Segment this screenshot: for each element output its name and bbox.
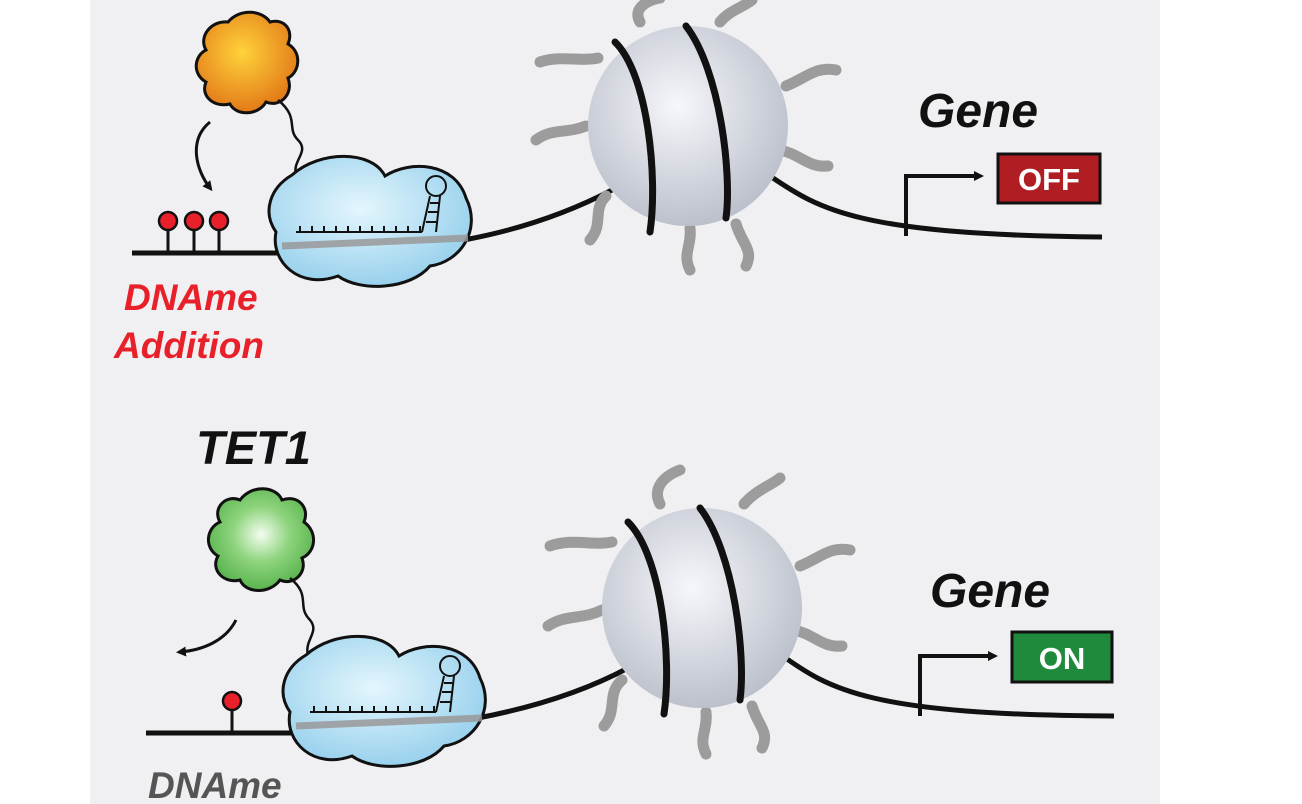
promoter-arrow-icon [904,171,984,236]
dname-addition-label-line1: DNAme [124,277,258,318]
dna-wrap [611,22,731,236]
histone-tail-icon [530,0,842,276]
guide-rna-icon [296,175,447,233]
top-panel: Gene OFF DNAme Addition [113,0,1103,366]
dname-removal-label: DNAme [148,765,282,804]
guide-rna-icon [310,655,461,713]
linker [289,577,315,656]
gene-on-badge: ON [1010,630,1114,684]
methyl-lollipop-icon [157,210,230,253]
promoter-arrow-icon [918,651,998,716]
dna-through-dcas9 [281,234,469,250]
nucleosome-icon [602,508,802,708]
gene-off-badge-text: OFF [1018,162,1080,197]
curved-arrow-icon [176,619,238,657]
dna-wrap [624,504,745,718]
tet1-label: TET1 [196,421,311,474]
bottom-panel: TET1 [146,421,1115,804]
methyl-lollipop-icon [221,690,243,733]
dna-through-dcas9 [295,714,483,730]
curved-arrow-icon [194,120,213,192]
nucleosome-icon [588,26,788,226]
dname-addition-label-line2: Addition [113,325,264,366]
gene-off-badge: OFF [996,152,1102,205]
dcas9-icon [281,634,487,768]
gene-on-badge-text: ON [1039,641,1086,676]
top-gene-label: Gene [918,85,1038,138]
dcas9-icon [267,154,473,288]
tet1-enzyme-icon [207,487,315,592]
linker [277,99,304,176]
writer-enzyme-icon [194,10,300,115]
bottom-gene-label: Gene [930,565,1050,618]
